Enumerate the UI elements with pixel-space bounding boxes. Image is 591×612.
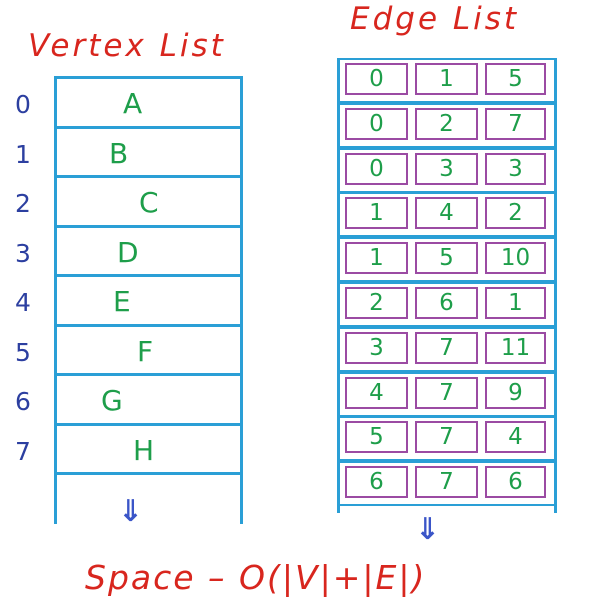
vertex-index: 4 xyxy=(15,288,31,317)
edge-source-cell: 0 xyxy=(345,107,408,140)
vertex-label: C xyxy=(139,186,159,219)
edge-weight-cell: 1 xyxy=(485,287,546,319)
vertex-index: 6 xyxy=(15,387,31,416)
edge-weight-cell: 4 xyxy=(485,421,546,454)
edge-target-cell: 3 xyxy=(415,152,478,185)
edge-source-cell: 2 xyxy=(345,287,408,319)
vertex-label: H xyxy=(133,433,155,467)
edge-target-cell: 2 xyxy=(415,107,478,140)
edge-weight-cell: 9 xyxy=(485,376,546,409)
edge-target-cell: 5 xyxy=(415,242,478,275)
edge-list-title: Edge List xyxy=(350,1,520,37)
edge-weight-cell: 5 xyxy=(485,63,546,95)
vertex-row: H xyxy=(57,422,240,473)
vertex-label: F xyxy=(137,334,154,368)
vertex-index: 7 xyxy=(15,436,31,466)
vertex-label: A xyxy=(123,87,143,120)
vertex-index: 2 xyxy=(15,189,31,218)
edge-weight-cell: 6 xyxy=(485,466,546,499)
edge-weight-cell: 7 xyxy=(485,107,546,140)
vertex-index: 0 xyxy=(15,90,31,119)
edge-list-continuation-arrow-icon: ⇓ xyxy=(415,512,441,547)
edge-target-cell: 6 xyxy=(415,287,478,319)
edge-source-cell: 0 xyxy=(345,152,408,185)
vertex-row: D xyxy=(57,224,240,275)
edge-source-cell: 1 xyxy=(345,197,408,230)
vertex-row: G xyxy=(57,373,240,423)
vertex-list-title: Vertex List xyxy=(28,28,226,64)
vertex-label: B xyxy=(109,136,129,170)
vertex-label: E xyxy=(113,285,131,318)
edge-target-cell: 7 xyxy=(415,466,478,499)
edge-source-cell: 5 xyxy=(345,421,408,454)
edge-source-cell: 1 xyxy=(345,242,408,275)
edge-target-cell: 1 xyxy=(415,63,478,95)
vertex-row: B xyxy=(57,125,240,176)
vertex-label: D xyxy=(117,235,139,269)
edge-target-cell: 7 xyxy=(415,421,478,454)
edge-target-cell: 7 xyxy=(415,331,478,364)
vertex-row: C xyxy=(57,175,240,225)
edge-source-cell: 4 xyxy=(345,376,408,409)
vertex-row: E xyxy=(57,274,240,324)
space-complexity-formula: Space – O(|V|+|E|) xyxy=(85,558,427,597)
vertex-index: 1 xyxy=(15,139,31,169)
edge-weight-cell: 2 xyxy=(485,197,546,230)
edge-weight-cell: 10 xyxy=(485,242,546,275)
edge-source-cell: 6 xyxy=(345,466,408,499)
edge-target-cell: 4 xyxy=(415,197,478,230)
vertex-list-continuation-arrow-icon: ⇓ xyxy=(118,494,144,529)
vertex-row-empty xyxy=(57,472,240,524)
vertex-label: G xyxy=(101,384,123,417)
vertex-row: F xyxy=(57,323,240,374)
edge-weight-cell: 11 xyxy=(485,331,546,364)
edge-target-cell: 7 xyxy=(415,376,478,409)
edge-weight-cell: 3 xyxy=(485,152,546,185)
vertex-index: 5 xyxy=(15,337,31,367)
vertex-index: 3 xyxy=(15,238,31,268)
vertex-row: A xyxy=(57,76,240,126)
edge-source-cell: 3 xyxy=(345,331,408,364)
edge-source-cell: 0 xyxy=(345,63,408,95)
